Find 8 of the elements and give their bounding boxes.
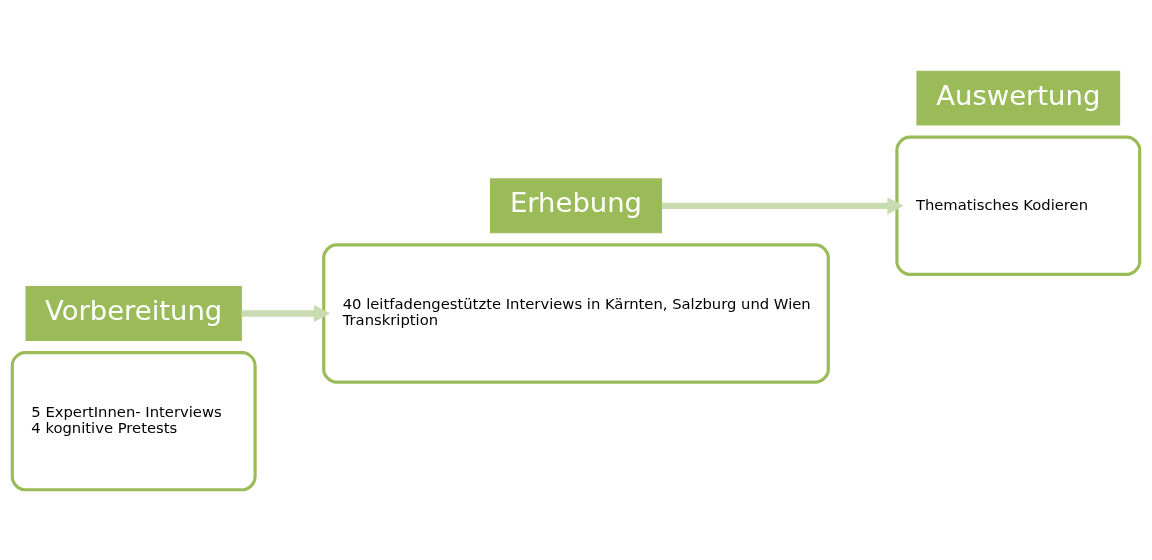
node-box: Erhebung	[489, 177, 663, 233]
node-box: 5 ExpertInnen- Interviews 4 kognitive Pretests	[10, 350, 257, 491]
node-box: 40 leitfadengestützte Interviews in Kärnten, Salzburg und Wien Transkription	[322, 242, 830, 384]
node-box: Thematisches Kodieren	[895, 135, 1142, 276]
node-box: Auswertung	[916, 70, 1121, 126]
arrow	[241, 304, 331, 322]
node-box: Vorbereitung	[25, 285, 242, 341]
arrow	[661, 196, 904, 214]
